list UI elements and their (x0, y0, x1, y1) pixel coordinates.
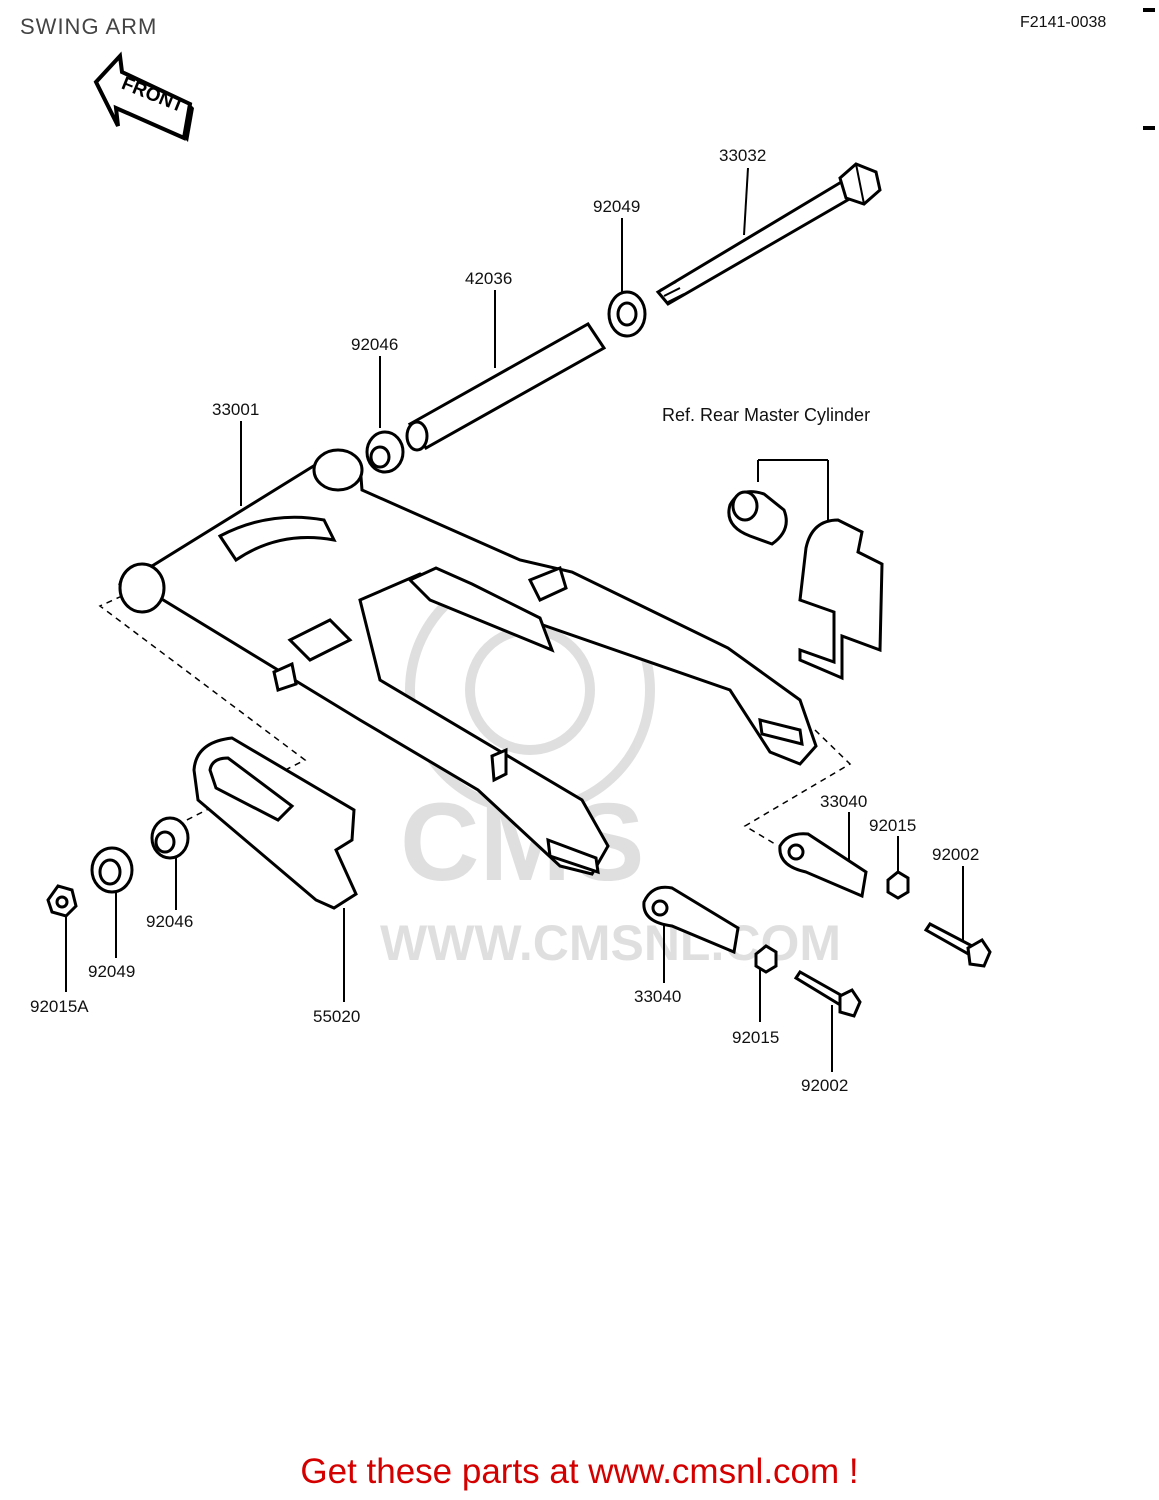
nut-92015-lower (754, 944, 778, 974)
part-label-92015a: 92015A (30, 997, 89, 1016)
chain-adjuster-lower (642, 885, 740, 955)
collar-tube (405, 322, 607, 452)
bearing-lower (150, 816, 190, 860)
chain-adjuster-upper (778, 832, 868, 899)
seal-upper (607, 290, 647, 338)
bearing-upper (365, 430, 405, 474)
swing-arm (118, 448, 818, 876)
footer-link[interactable]: Get these parts at www.cmsnl.com ! (300, 1452, 859, 1491)
part-label-92046-upper: 92046 (351, 335, 399, 354)
part-label-42036: 42036 (465, 269, 513, 288)
master-cylinder-bracket (798, 518, 884, 681)
part-label-33001: 33001 (212, 400, 260, 419)
part-label-92049-upper: 92049 (593, 197, 641, 216)
front-arrow-icon: FRONT (93, 51, 194, 142)
chain-guard (192, 736, 358, 910)
part-label-55020: 55020 (313, 1007, 361, 1026)
registration-mark (1143, 126, 1155, 130)
part-label-92049-lower: 92049 (88, 962, 136, 981)
diagram-code: F2141-0038 (1020, 14, 1107, 31)
part-label-92002-lower: 92002 (801, 1076, 849, 1095)
part-label-92002-upper: 92002 (932, 845, 980, 864)
registration-mark (1143, 8, 1155, 12)
page-title: SWING ARM (20, 14, 158, 39)
master-cylinder-grommet (727, 490, 788, 546)
reference-label: Ref. Rear Master Cylinder (662, 405, 871, 425)
part-label-92015-upper: 92015 (869, 816, 917, 835)
part-label-92046-lower: 92046 (146, 912, 194, 931)
bolt-92002-upper (923, 922, 992, 968)
part-label-33040-lower: 33040 (634, 987, 682, 1006)
nut-92015-upper (886, 870, 910, 900)
pivot-shaft (655, 162, 882, 306)
nut-92015a (46, 884, 78, 918)
bolt-92002-lower (793, 970, 862, 1018)
part-label-33040-upper: 33040 (820, 792, 868, 811)
part-label-92015-lower: 92015 (732, 1028, 780, 1047)
part-label-33032: 33032 (719, 146, 767, 165)
seal-lower (90, 846, 134, 894)
